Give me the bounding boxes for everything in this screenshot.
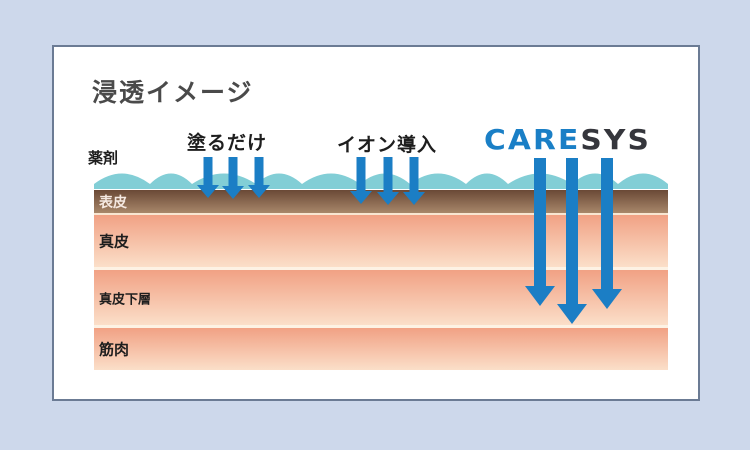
drug-wave-graphic <box>94 173 668 189</box>
caresys-logo-care-text: CARE <box>484 123 581 156</box>
layer-label-muscle: 筋肉 <box>99 340 130 359</box>
layer-label-subdermis: 真皮下層 <box>99 292 152 307</box>
layer-muscle: 筋肉 <box>94 325 668 370</box>
drug-label: 薬剤 <box>88 149 119 167</box>
page-title: 浸透イメージ <box>92 78 254 107</box>
layer-subdermis: 真皮下層 <box>94 267 668 325</box>
wave-path <box>94 173 668 189</box>
layer-dermis: 真皮 <box>94 213 668 267</box>
skin-layers: 表皮 真皮 真皮下層 筋肉 <box>94 190 668 370</box>
method-label-ion-donyu: イオン導入 <box>337 134 438 156</box>
layer-label-epidermis: 表皮 <box>99 194 127 211</box>
layer-epidermis: 表皮 <box>94 190 668 213</box>
caresys-logo-sys-text: SYS <box>580 123 651 156</box>
method-label-nuru-dake: 塗るだけ <box>187 132 268 154</box>
caresys-logo: CARESYS <box>484 123 651 156</box>
layer-label-dermis: 真皮 <box>99 232 130 251</box>
diagram-card: 浸透イメージ 塗るだけ イオン導入 CARESYS 薬剤 表皮 真皮 真皮下層 … <box>52 45 700 401</box>
skin-diagram: 表皮 真皮 真皮下層 筋肉 <box>94 168 668 370</box>
